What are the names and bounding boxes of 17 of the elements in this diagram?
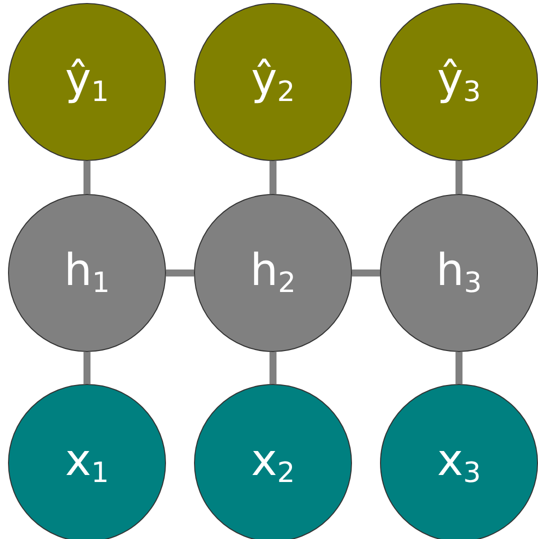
- node-label: ŷ$_{3}$: [437, 58, 481, 106]
- connector-line: [84, 352, 90, 384]
- connector-line: [456, 161, 462, 194]
- node-label: h$_{2}$: [250, 249, 296, 297]
- node-label: h$_{3}$: [436, 249, 482, 297]
- connector-line: [352, 270, 380, 276]
- node-label: x$_{3}$: [437, 439, 481, 487]
- node-label: x$_{1}$: [65, 439, 109, 487]
- connector-line: [270, 352, 276, 384]
- node-label: h$_{1}$: [64, 249, 110, 297]
- node-label: ŷ$_{2}$: [251, 58, 295, 106]
- node-label: x$_{2}$: [251, 439, 295, 487]
- connector-line: [270, 161, 276, 194]
- connector-line: [166, 270, 194, 276]
- node-label: ŷ$_{1}$: [65, 58, 109, 106]
- connector-line: [456, 352, 462, 384]
- connector-line: [84, 161, 90, 194]
